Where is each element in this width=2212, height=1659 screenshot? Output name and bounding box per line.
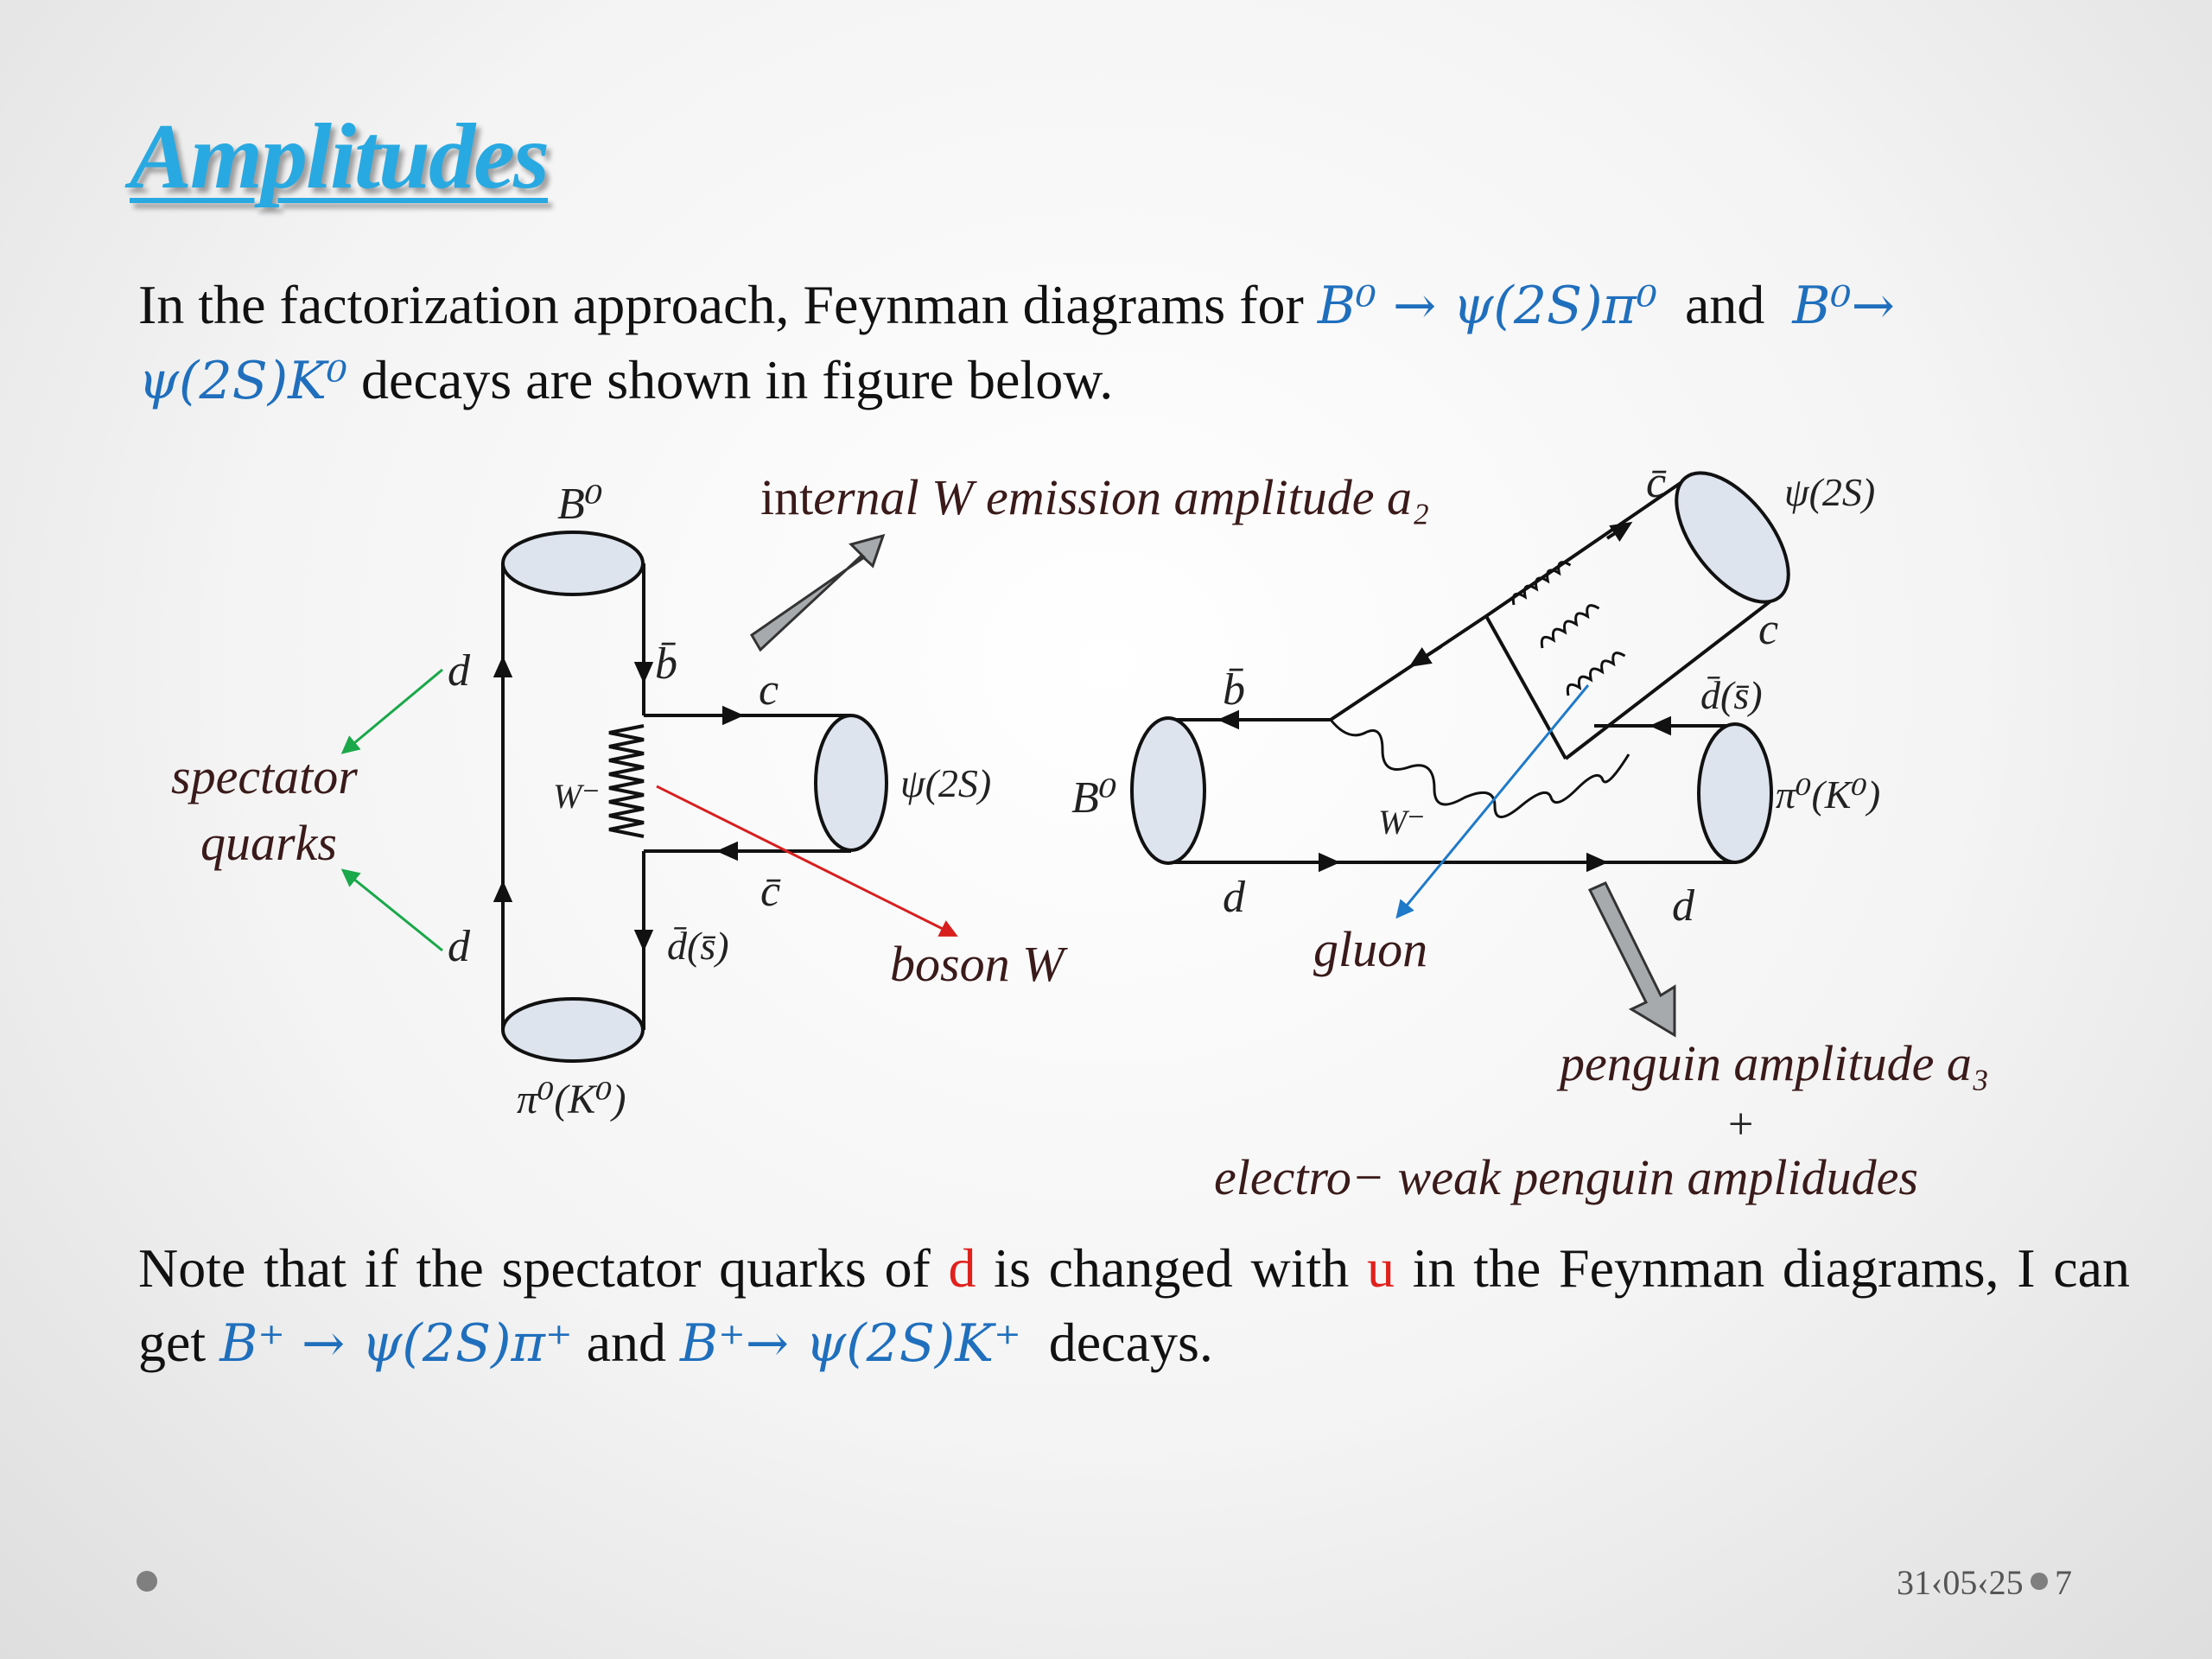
left-footer-bullet	[137, 1571, 157, 1592]
intro-text-3: decays are shown in figure below.	[347, 349, 1114, 410]
note-text-3: in the Feynman diagrams, I can get	[138, 1237, 2131, 1373]
right-d-left-label: d	[1223, 873, 1246, 922]
note-text-5: decays.	[1020, 1312, 1213, 1373]
right-w-wavy-line	[1329, 719, 1630, 818]
penguin-pointer-arrow	[1587, 881, 1676, 1038]
left-dbar-sbar-label: d̄(s̄)	[667, 924, 729, 968]
gluon-coils-2	[1540, 604, 1600, 649]
penguin-label: penguin amplitude a₃	[1556, 1035, 1989, 1091]
right-cbar-label: c̄	[1646, 458, 1667, 507]
right-d-right-label: d	[1672, 881, 1695, 931]
left-w-label: W⁻	[553, 777, 600, 816]
intro-paragraph: In the factorization approach, Feynman d…	[138, 268, 2130, 418]
gluon-pointer-arrow	[1395, 684, 1590, 919]
right-pi0-label: π⁰(K⁰)	[1776, 772, 1880, 817]
decay-b0-arrow: B⁰→	[1792, 276, 1895, 336]
gluon-label: gluon	[1313, 921, 1427, 977]
spectator-label-line1: spectator	[171, 748, 358, 804]
intro-text-2: and	[1657, 274, 1793, 335]
decay-bplus-psi-kplus: B⁺→ ψ(2S)K⁺	[680, 1313, 1021, 1374]
gluon-coils-1	[1511, 561, 1572, 606]
b0-cylinder-top	[501, 531, 645, 596]
internal-w-label-prefix: int	[760, 469, 813, 525]
w-boson-wavy-line	[608, 724, 645, 838]
decay-bplus-psi-piplus: B⁺ → ψ(2S)π⁺	[219, 1313, 573, 1374]
right-dbar-sbar-label: d̄(s̄)	[1700, 673, 1763, 717]
internal-w-pointer-arrow	[750, 533, 886, 652]
plus-label: +	[1728, 1100, 1753, 1149]
note-text-2: is changed with	[976, 1237, 1367, 1299]
left-pi0-label: π⁰(K⁰)	[517, 1077, 626, 1122]
left-cbar-label: c̄	[760, 867, 781, 916]
boson-w-arrow	[656, 785, 958, 937]
right-c-label: c	[1758, 605, 1778, 654]
quark-u: u	[1366, 1237, 1395, 1299]
spectator-label-line2: quarks	[200, 815, 337, 871]
note-text-4: and	[572, 1312, 681, 1373]
ew-label-prefix: electro− weak	[1214, 1149, 1513, 1205]
internal-w-label: internal W emission amplitude a₂	[760, 469, 1429, 525]
intro-text-1: In the factorization approach, Feynman d…	[138, 274, 1318, 335]
decay-b0-psi-pi0: B⁰ → ψ(2S)π⁰	[1317, 276, 1658, 336]
right-b0-label: B⁰	[1071, 773, 1117, 823]
left-diagram	[493, 531, 888, 1063]
note-paragraph: Note that if the spectator quarks of d i…	[138, 1231, 2130, 1381]
right-psi-label: ψ(2S)	[1784, 470, 1875, 514]
internal-w-label-rest: ernal W emission amplitude a₂	[813, 469, 1429, 525]
left-b0-label: B⁰	[557, 480, 603, 529]
b0-right-cylinder-end	[1130, 716, 1206, 865]
ew-penguin-label: electro− weak penguin amplidudes	[1214, 1149, 1918, 1205]
footer-date: 31‹05‹25	[1897, 1563, 2024, 1602]
gluon-coils-3	[1566, 652, 1626, 696]
spectator-arrow-bottom	[340, 868, 443, 952]
left-psi-label: ψ(2S)	[900, 761, 991, 805]
page-number: 7	[2055, 1563, 2072, 1602]
psi-right-cylinder-end	[1675, 471, 1790, 604]
boson-w-label: boson W	[890, 936, 1068, 992]
left-d-bottom-label: d	[448, 922, 471, 971]
note-text-1: Note that if the spectator quarks of	[138, 1237, 949, 1299]
ew-label-rest: penguin amplidudes	[1510, 1149, 1918, 1205]
slide-title: Amplitudes	[130, 105, 550, 208]
left-bbar-label: b̄	[655, 639, 677, 689]
right-w-label: W⁻	[1378, 803, 1425, 842]
spectator-arrow-top	[340, 668, 443, 754]
right-diagram	[1130, 471, 1790, 873]
quark-d: d	[948, 1237, 976, 1299]
right-bbar-label: b̄	[1223, 665, 1245, 715]
left-c-label: c	[759, 665, 779, 715]
right-footer-bullet	[2031, 1573, 2048, 1590]
decay-psi-k0: ψ(2S)K⁰	[138, 351, 348, 411]
pi0-cylinder-bottom	[501, 997, 645, 1063]
pi0-right-cylinder-end	[1697, 722, 1773, 864]
psi-cylinder-end	[814, 714, 888, 852]
left-d-top-label: d	[448, 646, 471, 696]
